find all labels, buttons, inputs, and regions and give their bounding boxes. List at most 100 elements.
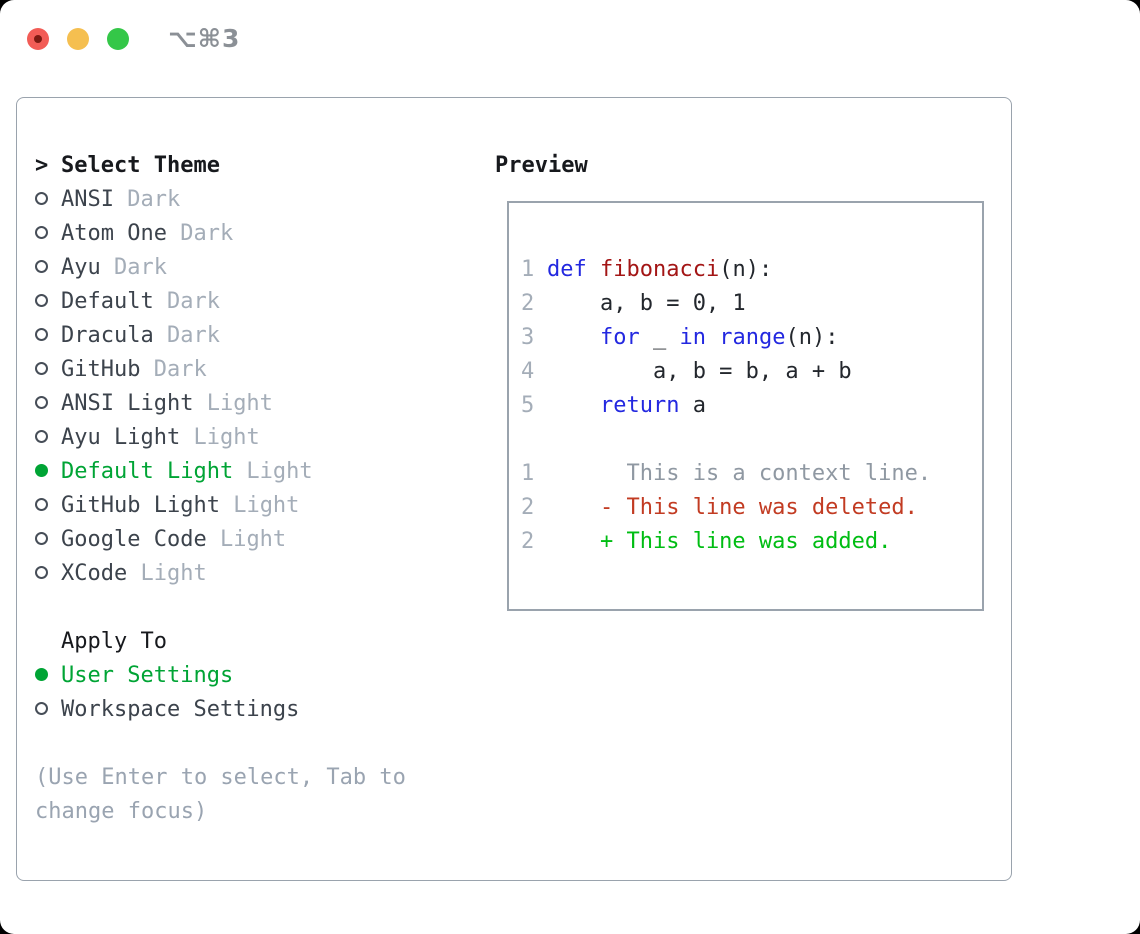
theme-variant: Light (219, 493, 300, 518)
code-token (547, 393, 600, 418)
code-token (547, 325, 600, 350)
apply-to-option[interactable]: User Settings (35, 659, 475, 693)
radio-icon (35, 226, 48, 239)
keyboard-hint: (Use Enter to select, Tab to change focu… (35, 765, 406, 824)
window-titlebar: ⌥⌘3 (0, 0, 1140, 78)
radio-icon (35, 396, 48, 409)
theme-variant: Light (180, 425, 260, 450)
theme-option[interactable]: GitHub Dark (35, 353, 475, 387)
theme-name: XCode (61, 561, 128, 586)
code-line: 3 for _ in range(n): (521, 321, 982, 355)
theme-name: Google Code (61, 527, 207, 552)
theme-option[interactable]: Ayu Light Light (35, 421, 475, 455)
line-number: 2 (521, 291, 535, 316)
select-theme-header: > Select Theme (35, 149, 475, 183)
radio-icon (35, 328, 48, 341)
radio-icon (35, 362, 48, 375)
code-token: def (547, 257, 587, 282)
theme-name: Atom One (61, 221, 167, 246)
select-theme-title: Select Theme (61, 153, 220, 178)
code-line: 2 - This line was deleted. (521, 491, 982, 525)
theme-variant: Dark (113, 187, 181, 212)
theme-variant: Dark (153, 289, 220, 314)
theme-name: Dracula (61, 323, 154, 348)
close-dot-icon (34, 35, 42, 43)
code-line: 2 + This line was added. (521, 525, 982, 559)
theme-option[interactable]: ANSI Dark (35, 183, 475, 217)
radio-icon (35, 532, 48, 545)
code-token: range (719, 325, 786, 350)
theme-name: ANSI (61, 187, 114, 212)
theme-option[interactable]: Atom One Dark (35, 217, 475, 251)
cursor-icon: > (35, 153, 49, 178)
theme-variant: Light (206, 527, 287, 552)
theme-option[interactable]: ANSI Light Light (35, 387, 475, 421)
spacer (35, 591, 475, 625)
code-token: _ (639, 325, 680, 350)
theme-name: ANSI Light (61, 391, 194, 416)
line-number: 3 (521, 325, 535, 350)
theme-variant: Dark (166, 221, 234, 246)
zoom-button[interactable] (107, 28, 129, 50)
radio-icon (35, 430, 48, 443)
theme-name: Ayu Light (61, 425, 181, 450)
spacer (35, 727, 475, 761)
code-token (587, 257, 600, 282)
window-title: ⌥⌘3 (168, 24, 241, 53)
code-token: a (679, 393, 706, 418)
theme-option[interactable]: Ayu Dark (35, 251, 475, 285)
apply-to-header: Apply To (35, 625, 475, 659)
apply-to-name: Workspace Settings (61, 697, 300, 722)
theme-variant: Light (127, 561, 207, 586)
code-line: 5 return a (521, 389, 982, 423)
code-token: (n): (719, 257, 773, 282)
theme-name: GitHub (61, 357, 141, 382)
theme-name: Default (61, 289, 154, 314)
apply-to-name: User Settings (61, 663, 234, 688)
code-line: 2 a, b = 0, 1 (521, 287, 982, 321)
code-token: This is a context line. (547, 461, 932, 486)
line-number: 2 (521, 529, 535, 554)
code-token: + This line was added. (547, 529, 892, 554)
code-token: - This line was deleted. (547, 495, 918, 520)
code-token: a, b = b, a + b (547, 359, 852, 384)
line-number: 1 (521, 257, 535, 282)
code-line: 1 This is a context line. (521, 457, 982, 491)
theme-variant: Dark (100, 255, 167, 280)
theme-variant: Light (193, 391, 273, 416)
theme-option[interactable]: Default Light Light (35, 455, 475, 489)
radio-icon (35, 260, 48, 273)
code-token (706, 325, 719, 350)
apply-to-title: Apply To (61, 629, 167, 654)
code-token: a, b = 0, 1 (547, 291, 746, 316)
minimize-button[interactable] (67, 28, 89, 50)
radio-icon (35, 668, 48, 681)
code-line (521, 423, 982, 457)
line-number: 2 (521, 495, 535, 520)
theme-name: Default Light (61, 459, 234, 484)
theme-name: Ayu (61, 255, 101, 280)
theme-option[interactable]: XCode Light (35, 557, 475, 591)
theme-variant: Dark (140, 357, 207, 382)
line-number: 4 (521, 359, 535, 384)
close-button[interactable] (27, 28, 49, 50)
radio-icon (35, 566, 48, 579)
radio-icon (35, 702, 48, 715)
theme-name: GitHub Light (61, 493, 220, 518)
theme-option[interactable]: GitHub Light Light (35, 489, 475, 523)
radio-icon (35, 498, 48, 511)
line-number: 5 (521, 393, 535, 418)
apply-to-option[interactable]: Workspace Settings (35, 693, 475, 727)
line-number: 1 (521, 461, 535, 486)
theme-option[interactable]: Default Dark (35, 285, 475, 319)
code-line: 4 a, b = b, a + b (521, 355, 982, 389)
radio-icon (35, 192, 48, 205)
theme-variant: Light (233, 459, 313, 484)
theme-option[interactable]: Google Code Light (35, 523, 475, 557)
theme-option[interactable]: Dracula Dark (35, 319, 475, 353)
